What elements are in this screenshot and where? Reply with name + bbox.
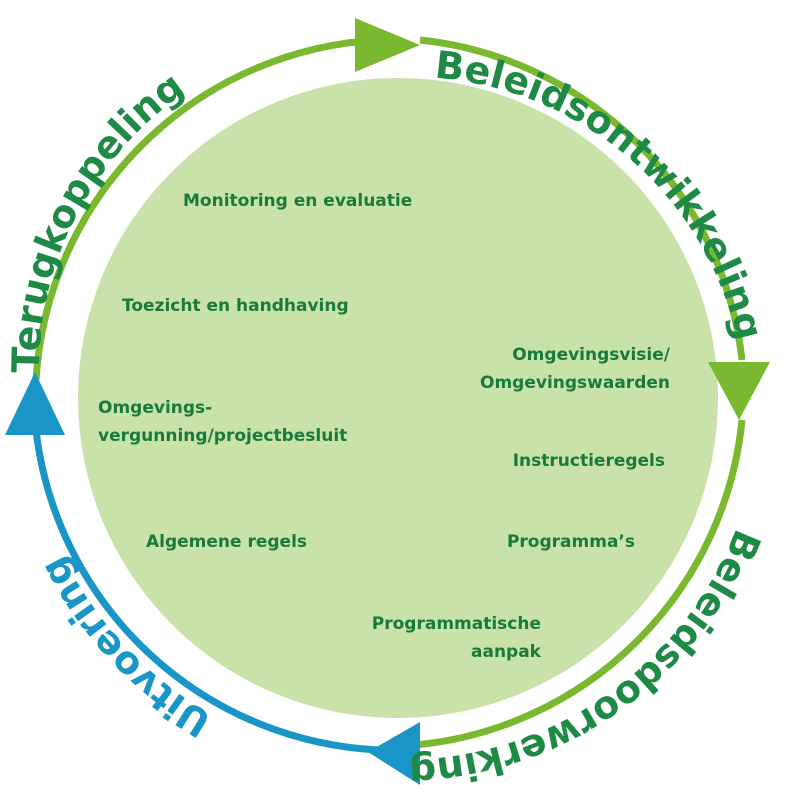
item-toezicht: Toezicht en handhaving (122, 296, 349, 316)
item-monitoring: Monitoring en evaluatie (183, 191, 413, 211)
arc-beleidsdoorwerking (414, 419, 746, 749)
arc-beleidsontwikkeling (419, 36, 746, 361)
arrow-right-icon (708, 362, 770, 420)
item-omgevingsvisie-line2: Omgevingswaarden (480, 373, 670, 393)
arc-terugkoppeling (32, 36, 381, 381)
item-programmas: Programma’s (506, 532, 635, 552)
item-omgevingsvisie: Omgevingsvisie/ Omgevingswaarden (480, 341, 670, 397)
arrow-left-icon (5, 372, 65, 435)
item-algemene-regels: Algemene regels (146, 532, 308, 552)
item-programmatische: Programmatische aanpak (372, 610, 541, 666)
item-instructieregels: Instructieregels (512, 451, 665, 471)
item-programmatische-line1: Programmatische (371, 614, 541, 634)
item-omgevingsvisie-line1: Omgevingsvisie/ (512, 345, 670, 365)
item-vergunning: Omgevings- vergunning/projectbesluit (98, 394, 347, 450)
arrow-bottom-icon (368, 722, 420, 785)
arc-uitvoering (32, 429, 381, 754)
item-vergunning-line2: vergunning/projectbesluit (98, 426, 348, 446)
item-programmatische-line2: aanpak (471, 642, 541, 662)
item-vergunning-line1: Omgevings- (98, 398, 213, 418)
arrow-top-icon (355, 18, 420, 72)
inner-circle (78, 78, 718, 718)
